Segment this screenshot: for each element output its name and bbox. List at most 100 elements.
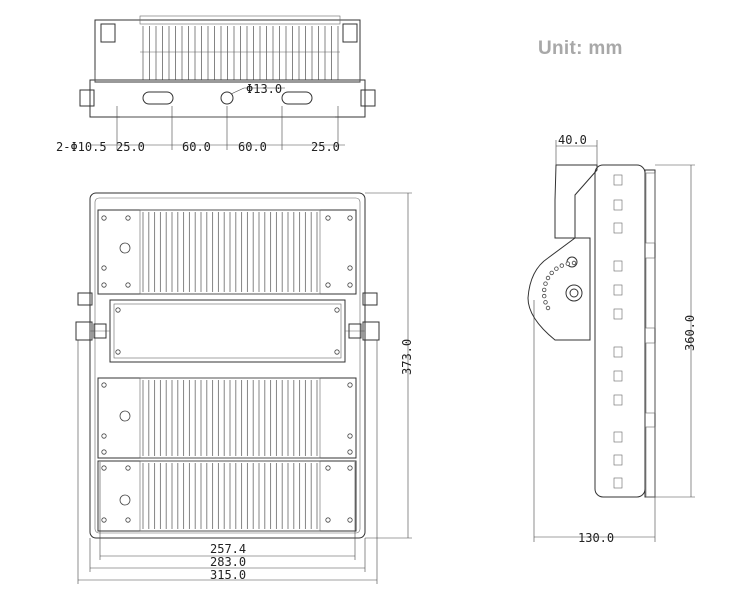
cable-gland-left xyxy=(93,323,107,339)
angle-hole xyxy=(549,270,554,276)
screw xyxy=(347,433,353,439)
top-view-lens-strip xyxy=(139,15,341,25)
screw xyxy=(101,282,107,288)
width-label-2: 283.0 xyxy=(210,555,246,569)
side-bracket-arm xyxy=(554,164,598,239)
screw xyxy=(101,449,107,455)
cable-gland-right xyxy=(348,323,362,339)
side-segment xyxy=(645,172,656,244)
angle-hole xyxy=(545,305,551,311)
side-slot xyxy=(613,370,623,382)
angle-hole xyxy=(542,293,547,299)
front-knob-top-left xyxy=(77,292,93,306)
hinge-pivot xyxy=(565,284,583,302)
side-slot xyxy=(613,174,623,186)
front-knob-top-right xyxy=(362,292,378,306)
top-view-terminal-left xyxy=(100,23,116,43)
side-slot xyxy=(613,308,623,320)
side-depth-label: 130.0 xyxy=(578,531,614,545)
side-view-housing xyxy=(594,164,646,498)
screw xyxy=(101,215,107,221)
screw xyxy=(347,465,353,471)
screw xyxy=(347,215,353,221)
screw xyxy=(125,517,131,523)
bracket-depth-label: 40.0 xyxy=(558,133,587,147)
angle-hole xyxy=(542,287,547,293)
side-segment xyxy=(645,342,656,414)
screw xyxy=(125,465,131,471)
screw xyxy=(325,517,331,523)
angle-hole xyxy=(559,263,564,268)
heatsink-block xyxy=(139,209,321,295)
center-hole-label: Φ13.0 xyxy=(246,82,282,96)
front-view: 373.0 257.4 283.0 315.0 xyxy=(75,192,414,584)
spacing-label-2: 60.0 xyxy=(182,140,211,154)
front-knob-left xyxy=(75,321,93,341)
angle-holes xyxy=(542,260,577,311)
side-view-heatsink xyxy=(644,169,656,498)
vent-gland-1 xyxy=(119,242,131,254)
screw xyxy=(125,282,131,288)
width-label-1: 257.4 xyxy=(210,542,246,556)
side-slot xyxy=(613,260,623,272)
screw xyxy=(101,517,107,523)
vent-gland-3 xyxy=(119,494,131,506)
screw xyxy=(101,265,107,271)
screw xyxy=(115,307,121,313)
front-view-screws xyxy=(101,215,353,523)
side-slot xyxy=(613,431,623,443)
front-view-housing xyxy=(89,192,366,539)
screw xyxy=(347,449,353,455)
screw xyxy=(347,382,353,388)
screw xyxy=(125,215,131,221)
slot-left xyxy=(142,91,174,105)
screw xyxy=(325,282,331,288)
angle-hole xyxy=(554,266,559,271)
side-slot xyxy=(613,454,623,466)
screw xyxy=(347,282,353,288)
side-segment xyxy=(645,426,656,498)
screw xyxy=(325,465,331,471)
side-hinge-plate xyxy=(527,237,591,341)
front-knob-right xyxy=(362,321,380,341)
angle-hole xyxy=(565,261,570,266)
vent-gland-2 xyxy=(119,410,131,422)
center-hole xyxy=(220,91,234,105)
heatsink-block xyxy=(139,460,321,532)
top-view: Φ13.0 2-Φ10.5 25.0 60.0 60.0 25.0 xyxy=(56,15,376,154)
hole-count-label: 2-Φ10.5 xyxy=(56,140,107,154)
screw xyxy=(325,215,331,221)
screw xyxy=(347,265,353,271)
spacing-label-4: 25.0 xyxy=(311,140,340,154)
top-view-knob-right xyxy=(360,89,376,107)
screw xyxy=(101,433,107,439)
side-slot xyxy=(613,222,623,234)
side-slot xyxy=(613,199,623,211)
side-slot xyxy=(613,477,623,489)
side-height-label: 360.0 xyxy=(683,315,697,351)
side-slot xyxy=(613,346,623,358)
spacing-label-3: 60.0 xyxy=(238,140,267,154)
side-segment xyxy=(645,257,656,329)
screw xyxy=(334,349,340,355)
front-height-label: 373.0 xyxy=(400,339,414,375)
top-view-knob-left xyxy=(79,89,95,107)
screw xyxy=(101,382,107,388)
top-view-fins xyxy=(140,26,340,80)
slot-right xyxy=(281,91,313,105)
side-view-slots xyxy=(613,172,656,498)
heatsink-block xyxy=(139,377,321,459)
angle-hole xyxy=(543,281,548,286)
front-view-fins xyxy=(139,209,321,532)
angle-hole xyxy=(545,275,551,281)
screw xyxy=(115,349,121,355)
screw xyxy=(334,307,340,313)
top-view-terminal-right xyxy=(342,23,358,43)
side-slot xyxy=(613,284,623,296)
screw xyxy=(347,517,353,523)
driver-box xyxy=(109,299,346,363)
angle-hole xyxy=(543,300,548,305)
top-view-bracket xyxy=(89,79,366,118)
unit-label: Unit: mm xyxy=(538,38,623,59)
screw xyxy=(101,465,107,471)
